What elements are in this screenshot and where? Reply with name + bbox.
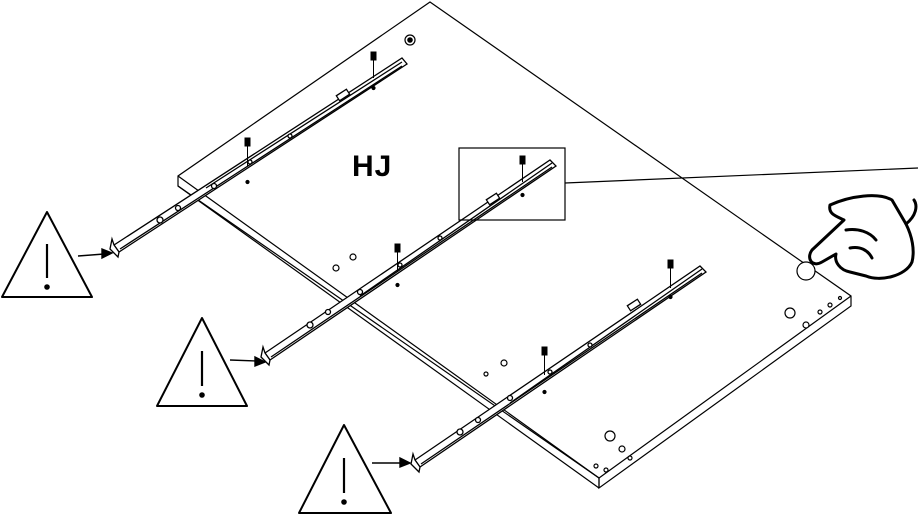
screw-icon	[541, 346, 548, 395]
warning-arrow	[229, 355, 267, 368]
screw-icon	[519, 155, 526, 198]
screw-icon	[370, 51, 377, 91]
screw-icon	[667, 259, 674, 300]
warning-arrow	[372, 456, 412, 469]
drawer-slide-rail	[410, 265, 708, 474]
warning-arrow	[77, 247, 114, 260]
panel-holes	[332, 34, 843, 473]
screw-icon	[244, 137, 251, 185]
warning-triangle-icon	[298, 424, 392, 514]
screw-icon	[394, 243, 401, 288]
pointing-hand-icon	[808, 194, 918, 280]
detail-callout	[458, 147, 918, 221]
warning-triangle-icon	[1, 211, 93, 298]
drawer-slide-rail	[109, 57, 408, 259]
panel-board	[177, 1, 852, 490]
panel-label: HJ	[352, 150, 393, 183]
drawer-slide-rail	[260, 159, 558, 367]
warning-triangle-icon	[156, 317, 248, 407]
